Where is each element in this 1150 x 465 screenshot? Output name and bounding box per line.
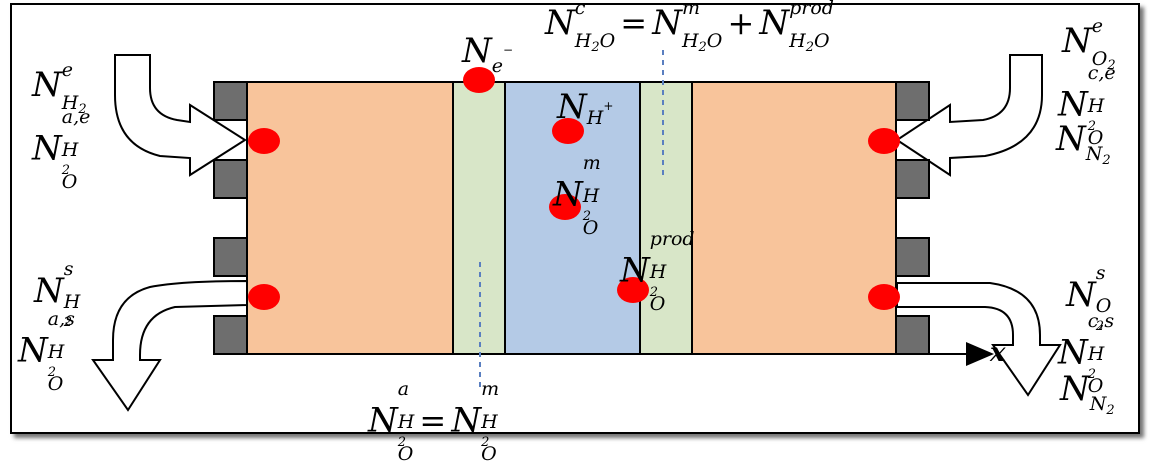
anode-current-collector	[213, 81, 248, 355]
anode-catalyst-layer	[452, 81, 506, 355]
proton-flux-label: NH+	[557, 87, 614, 129]
dot-membrane-water	[549, 194, 581, 220]
cathode-inlet-n2-label: NN2	[1056, 119, 1111, 168]
anode-outlet-arrow	[91, 279, 248, 412]
cathode-outlet-arrow	[896, 282, 1062, 397]
cathode-gas-diffusion-layer	[691, 81, 897, 355]
dot-cathode-outlet	[868, 284, 900, 310]
dot-electron	[463, 67, 495, 93]
electron-flux-label: Ne−	[462, 31, 514, 77]
anode-gas-diffusion-layer	[246, 81, 454, 355]
anode-inlet-arrow	[114, 54, 247, 177]
cathode-catalyst-layer	[639, 81, 693, 355]
fuel-cell-schematic	[91, 50, 1062, 412]
dot-anode-outlet	[248, 284, 280, 310]
x-axis-label: x	[990, 338, 1006, 368]
dot-proton	[552, 118, 584, 144]
cathode-inlet-arrow	[895, 54, 1043, 177]
cathode-outlet-n2-label: NN2	[1060, 369, 1115, 418]
dot-anode-inlet	[248, 128, 280, 154]
dot-produced-water	[617, 277, 649, 303]
flux-points	[248, 67, 900, 310]
dot-cathode-inlet	[868, 128, 900, 154]
